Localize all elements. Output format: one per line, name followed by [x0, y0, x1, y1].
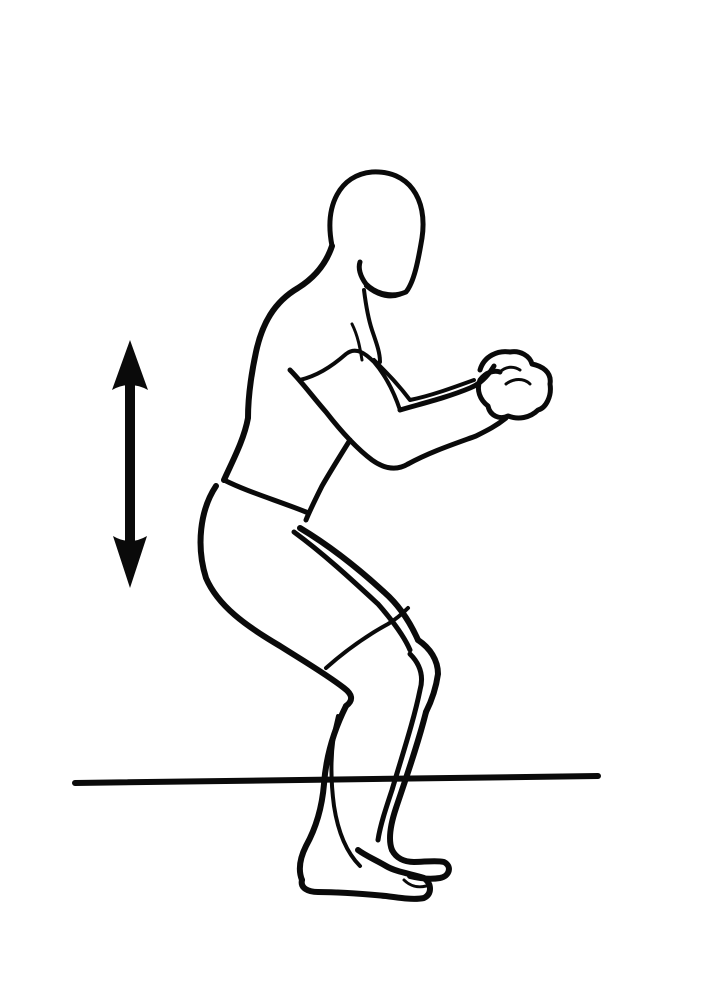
thigh-front	[297, 525, 421, 643]
head	[327, 169, 426, 298]
toes	[402, 878, 428, 889]
calf	[296, 703, 349, 883]
collarbone	[350, 322, 364, 362]
fists	[475, 349, 553, 421]
fingers	[498, 365, 532, 386]
thigh-inner	[291, 529, 413, 653]
forearm-lower	[405, 415, 509, 467]
throat	[362, 288, 382, 364]
front-foot	[389, 847, 452, 882]
far-arm	[372, 358, 476, 402]
calf-inner	[329, 714, 362, 868]
shin-inner	[375, 651, 425, 843]
vertical-double-arrow-icon	[112, 340, 148, 588]
back-contour	[221, 243, 335, 483]
glutes	[197, 483, 354, 709]
shorts-hem	[324, 606, 410, 670]
shin	[386, 709, 429, 853]
back-foot	[298, 847, 433, 902]
waistband	[221, 477, 309, 515]
chin	[364, 284, 410, 299]
squatting-figure	[197, 169, 553, 902]
upper-arm-top	[298, 348, 402, 412]
torso-front	[303, 437, 353, 523]
ground-line	[72, 773, 601, 786]
knee	[415, 637, 441, 715]
